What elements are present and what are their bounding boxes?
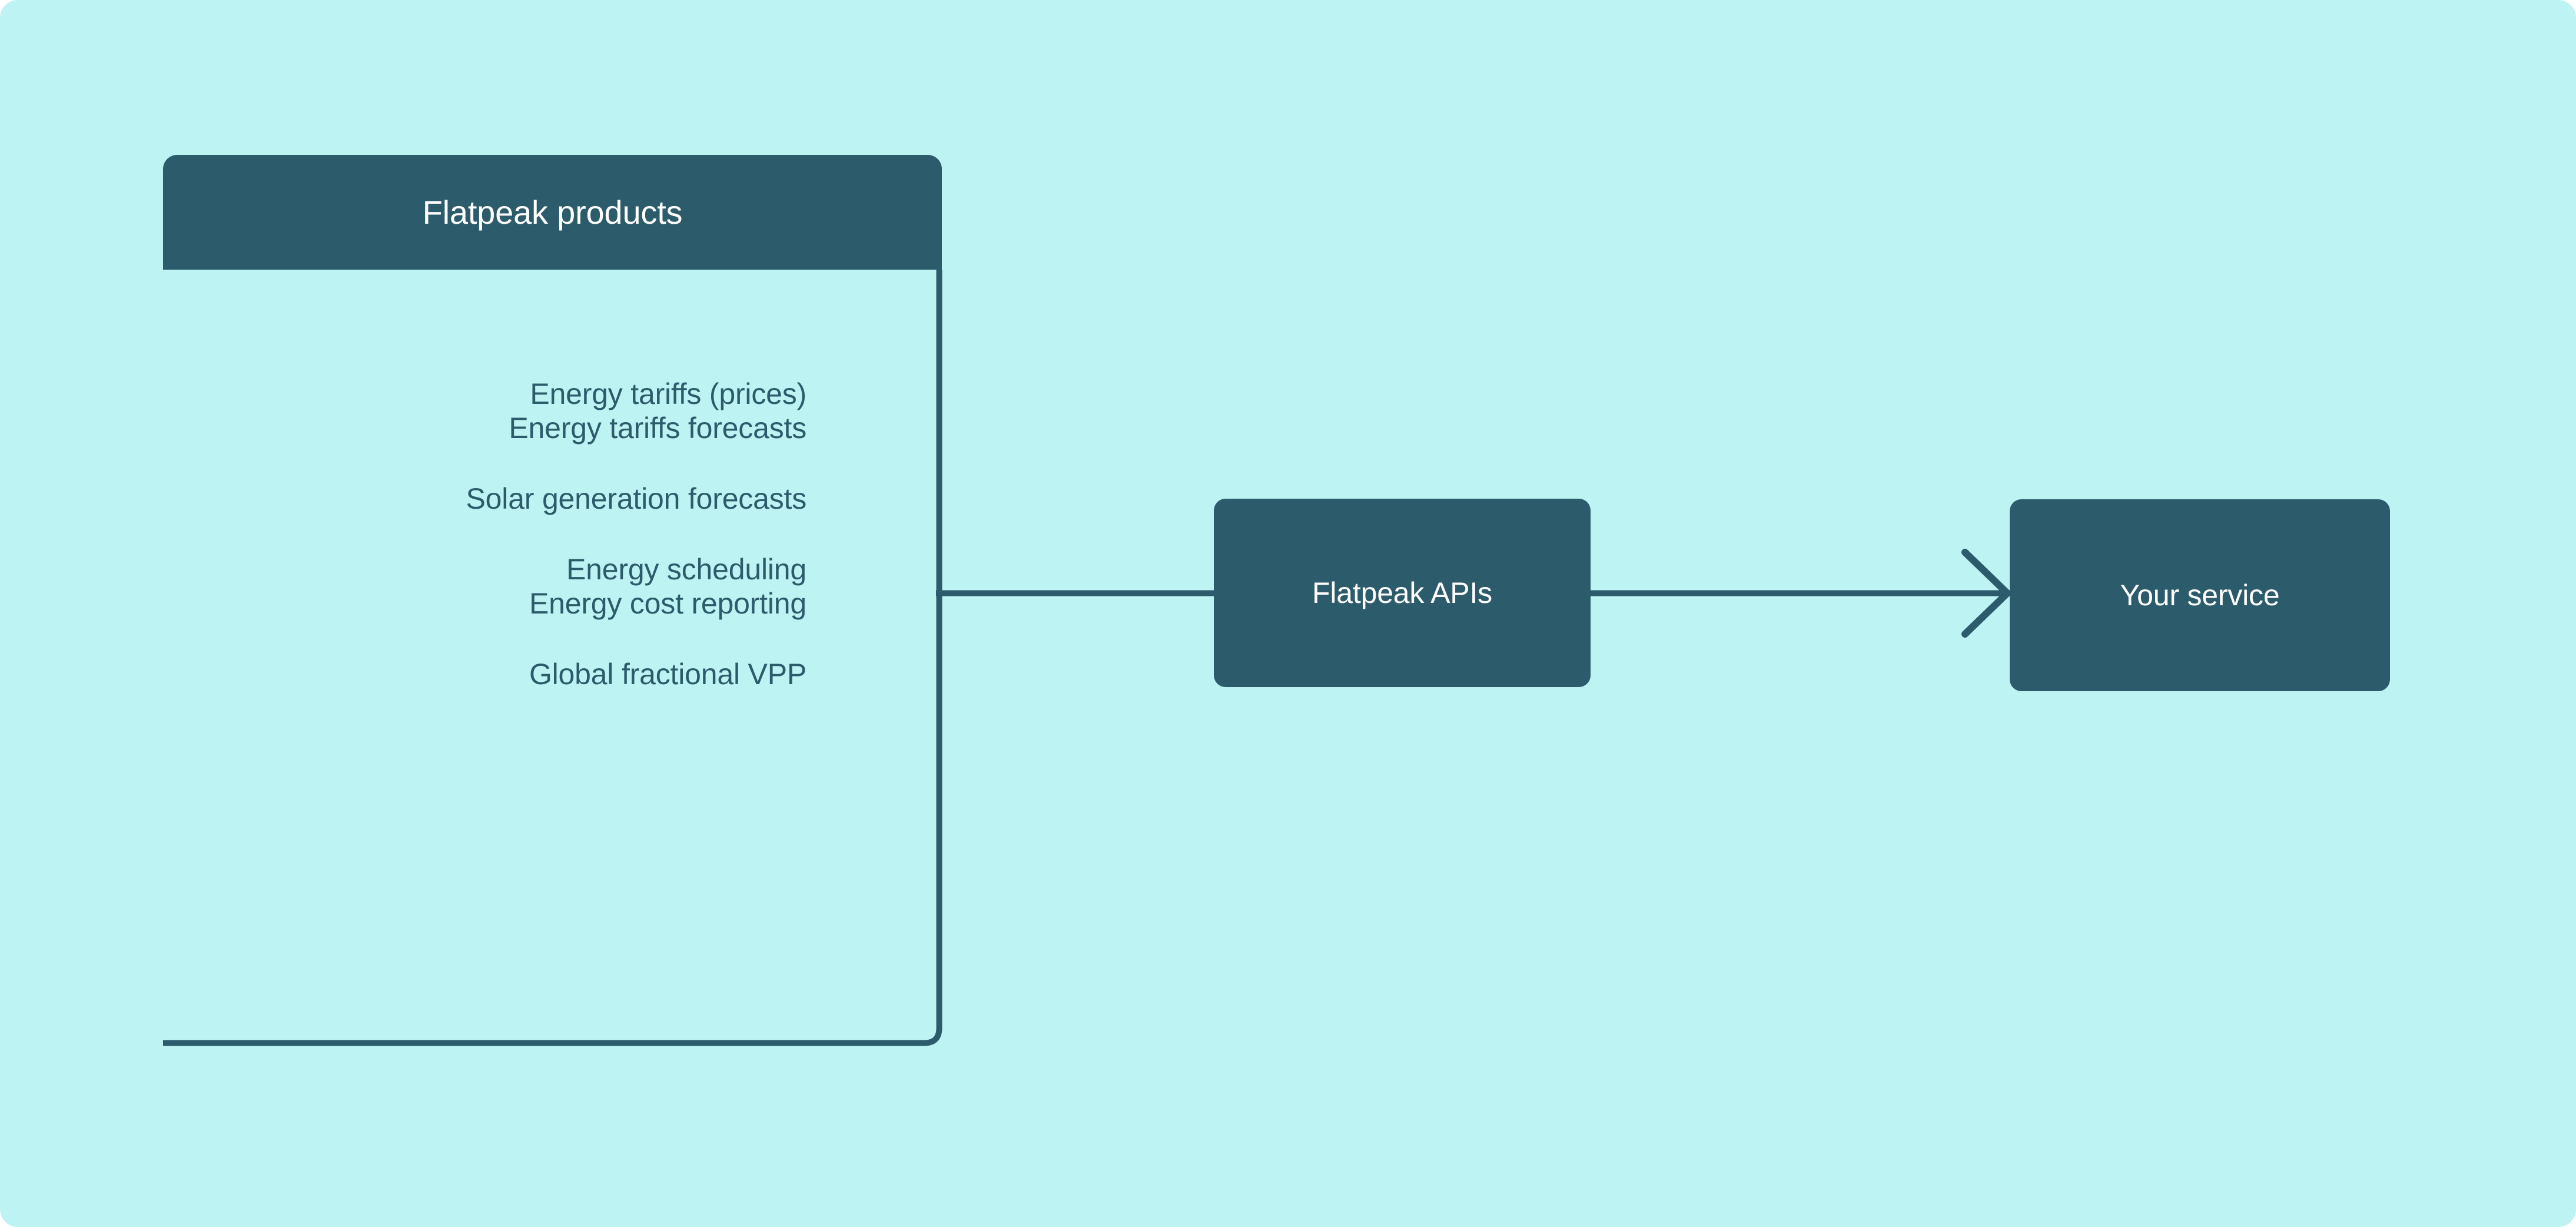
node-flatpeak-apis: Flatpeak APIs [1214,499,1591,687]
node-your-service-label: Your service [2120,579,2280,612]
product-item: Energy cost reporting [529,587,806,620]
node-flatpeak-apis-label: Flatpeak APIs [1312,576,1492,609]
node-your-service: Your service [2010,499,2390,691]
product-group: Energy scheduling Energy cost reporting [177,552,806,621]
product-item: Energy tariffs forecasts [509,412,806,445]
product-item: Solar generation forecasts [466,482,807,515]
product-group: Solar generation forecasts [177,482,807,516]
product-group: Energy tariffs (prices) Energy tariffs f… [177,377,806,445]
product-item: Energy scheduling [566,553,806,586]
flatpeak-products-header: Flatpeak products [163,155,942,270]
product-item: Energy tariffs (prices) [530,377,806,410]
product-item: Global fractional VPP [529,658,806,691]
product-list: Energy tariffs (prices) Energy tariffs f… [177,377,807,691]
product-group: Global fractional VPP [177,657,806,691]
flatpeak-products-header-label: Flatpeak products [422,193,683,231]
